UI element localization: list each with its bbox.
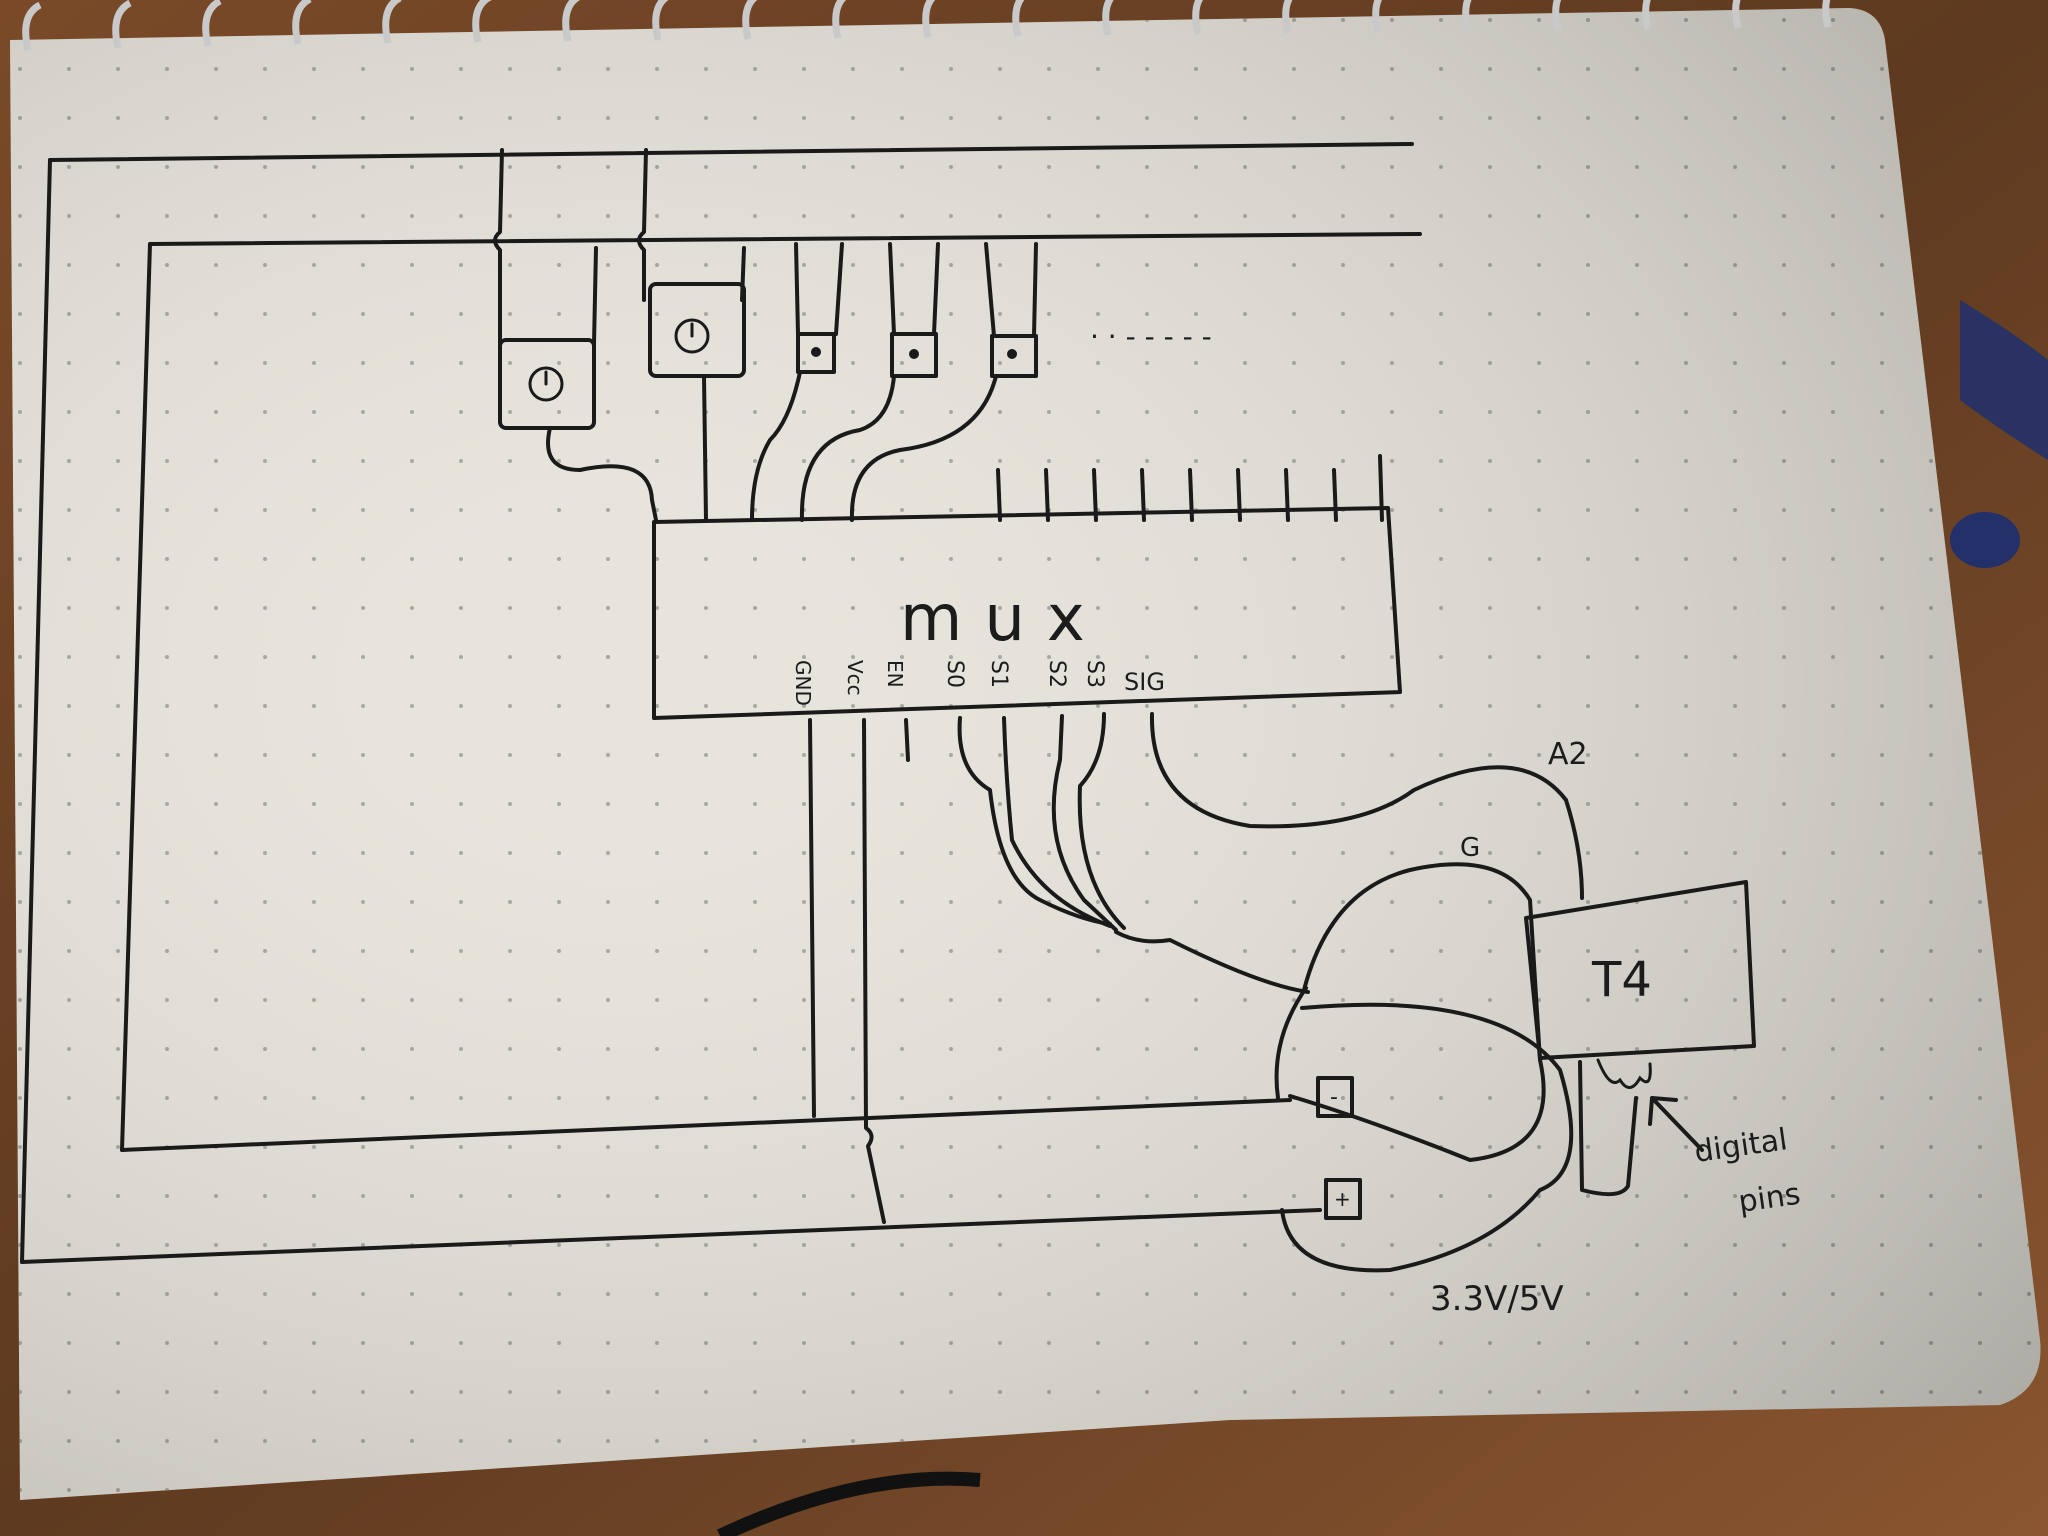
cable bbox=[717, 1471, 981, 1536]
pin-label-sig: SIG bbox=[1124, 668, 1165, 696]
button-2 bbox=[890, 332, 938, 378]
power-loop bbox=[1280, 1002, 1574, 1273]
mux-pin-labels: GND Vcc EN S0 S1 S2 S3 SIG bbox=[791, 660, 1165, 706]
power-label: 3.3V/5V bbox=[1430, 1279, 1564, 1319]
ground-loop bbox=[1288, 862, 1546, 1162]
inner-rail-top bbox=[148, 232, 1422, 246]
en-wire bbox=[904, 718, 910, 762]
marker-pen bbox=[1960, 300, 2048, 460]
outer-rail-bottom bbox=[20, 1208, 1322, 1264]
circuit-sketch: · · - - - - - mux GND Vcc EN S0 S1 S2 S3… bbox=[20, 142, 1803, 1319]
ground-return bbox=[1274, 986, 1308, 1100]
t4-label: T4 bbox=[1591, 952, 1652, 1008]
pin-label-s2: S2 bbox=[1044, 660, 1069, 688]
pin-label-vcc: Vcc bbox=[843, 660, 867, 696]
digital-bundle bbox=[1114, 930, 1310, 994]
s3-wire bbox=[1077, 712, 1126, 930]
pin-label-s3: S3 bbox=[1082, 660, 1107, 688]
s2-wire bbox=[1051, 714, 1118, 932]
button-1 bbox=[796, 332, 836, 374]
label-a2: A2 bbox=[1548, 737, 1588, 772]
s1-wire bbox=[1002, 716, 1112, 928]
vcc-wire bbox=[862, 718, 886, 1224]
continuation-dots: · · - - - - - bbox=[1090, 320, 1212, 353]
terminal-plus-label: + bbox=[1334, 1187, 1351, 1211]
t4-pins bbox=[1596, 1058, 1652, 1089]
terminal-plus bbox=[1324, 1178, 1362, 1220]
inner-rail-left bbox=[120, 242, 152, 1152]
terminal-minus bbox=[1316, 1076, 1354, 1118]
label-g: G bbox=[1460, 833, 1480, 863]
switch-1 bbox=[498, 338, 596, 430]
pin-label-en: EN bbox=[883, 660, 907, 688]
inner-rail-bottom bbox=[120, 1098, 1292, 1152]
outer-rail-top bbox=[48, 142, 1414, 162]
sig-wire bbox=[1149, 712, 1584, 900]
s0-wire bbox=[957, 716, 1112, 926]
pin-label-gnd: GND bbox=[791, 660, 815, 706]
gnd-wire bbox=[808, 718, 816, 1118]
digital-pins-arrow bbox=[1648, 1096, 1704, 1152]
digital-return bbox=[1578, 1060, 1638, 1197]
digital-pins-line2: pins bbox=[1736, 1177, 1802, 1220]
switch-2 bbox=[648, 282, 746, 378]
mux-label: mux bbox=[900, 582, 1107, 656]
pin-label-s0: S0 bbox=[942, 660, 967, 688]
pin-label-s1: S1 bbox=[986, 660, 1011, 688]
marker-cap bbox=[1950, 512, 2020, 568]
outer-rail-left bbox=[20, 158, 52, 1264]
button-3 bbox=[990, 334, 1038, 378]
terminal-minus-label: - bbox=[1330, 1085, 1338, 1110]
mux-chip bbox=[652, 506, 1402, 720]
spiral-binding bbox=[22, 0, 1832, 51]
